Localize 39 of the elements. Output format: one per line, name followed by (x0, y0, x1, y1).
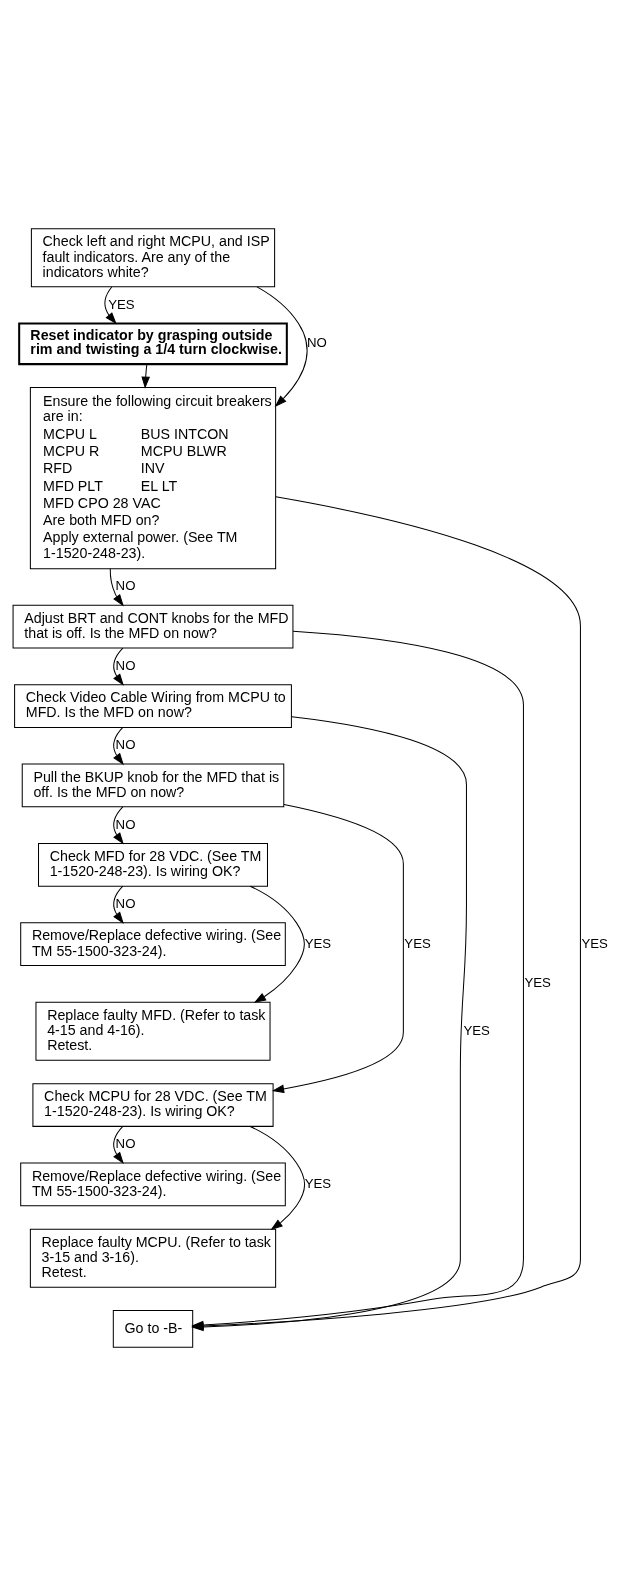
node-box: Remove/Replace defective wiring. (See TM 55-1500-323-24). (19, 921, 286, 966)
edge-label: YES (462, 1022, 490, 1038)
arrow (112, 647, 124, 686)
node-box: Replace faulty MFD. (Refer to task 4-15 and 4-16). Retest. (34, 1001, 271, 1061)
edge-label: NO (115, 577, 135, 593)
arrow (112, 726, 124, 765)
edge-label: YES (107, 296, 135, 312)
edge-label: NO (115, 657, 135, 673)
node-box: Pull the BKUP knob for the MFD that is off. Is the MFD on now? (21, 763, 284, 807)
edge-label: YES (403, 935, 431, 951)
arrow (112, 1125, 124, 1164)
arrow (109, 567, 124, 606)
arrow (249, 885, 305, 1003)
edge-label: NO (306, 334, 327, 350)
arrow (103, 286, 117, 324)
edge-label: YES (304, 1175, 331, 1191)
node-box: Reset indicator by grasping outside rim and twisting a 1/4 turn clockwise. (17, 321, 288, 365)
arrow (140, 363, 150, 389)
node-box: Check Video Cable Wiring from MCPU to MFD. Is the MFD on now? (13, 683, 292, 728)
edge-label: NO (115, 1135, 135, 1151)
node-box: Replace faulty MCPU. (Refer to task 3-15 and 3-16). Retest. (29, 1228, 276, 1288)
edge-label: YES (523, 974, 551, 990)
edge-label: YES (304, 935, 331, 951)
edge-label: NO (115, 816, 135, 832)
arrow (255, 285, 308, 407)
arrow (249, 1125, 305, 1230)
edge-label: YES (580, 935, 608, 951)
node-box: Remove/Replace defective wiring. (See TM 55-1500-323-24). (19, 1162, 286, 1206)
node-box: Check MFD for 28 VDC. (See TM 1-1520-248-23). Is wiring OK? (37, 842, 268, 887)
node-box: Ensure the following circuit breakers are in: MCPU L BUS INTCON MCPU R MCPU BLWR RFD INV MFD PLT EL LT MFD CPO 28 VAC Are both MFD on? Apply external power. (See TM 1-1520-248-23). (29, 386, 276, 569)
edge-label: NO (115, 736, 135, 752)
node-box: Check left and right MCPU, and ISP fault indicators. Are any of the indicators white? (30, 227, 275, 287)
node-box: Go to -B- (112, 1309, 193, 1348)
arrow (271, 803, 404, 1093)
edge-label: NO (115, 895, 135, 911)
arrow (112, 805, 124, 845)
node-box: Adjust BRT and CONT knobs for the MFD that is off. Is the MFD on now? (12, 604, 293, 649)
arrow (112, 885, 124, 924)
node-box: Check MCPU for 28 VDC. (See TM 1-1520-248-23). Is wiring OK? (31, 1082, 274, 1127)
